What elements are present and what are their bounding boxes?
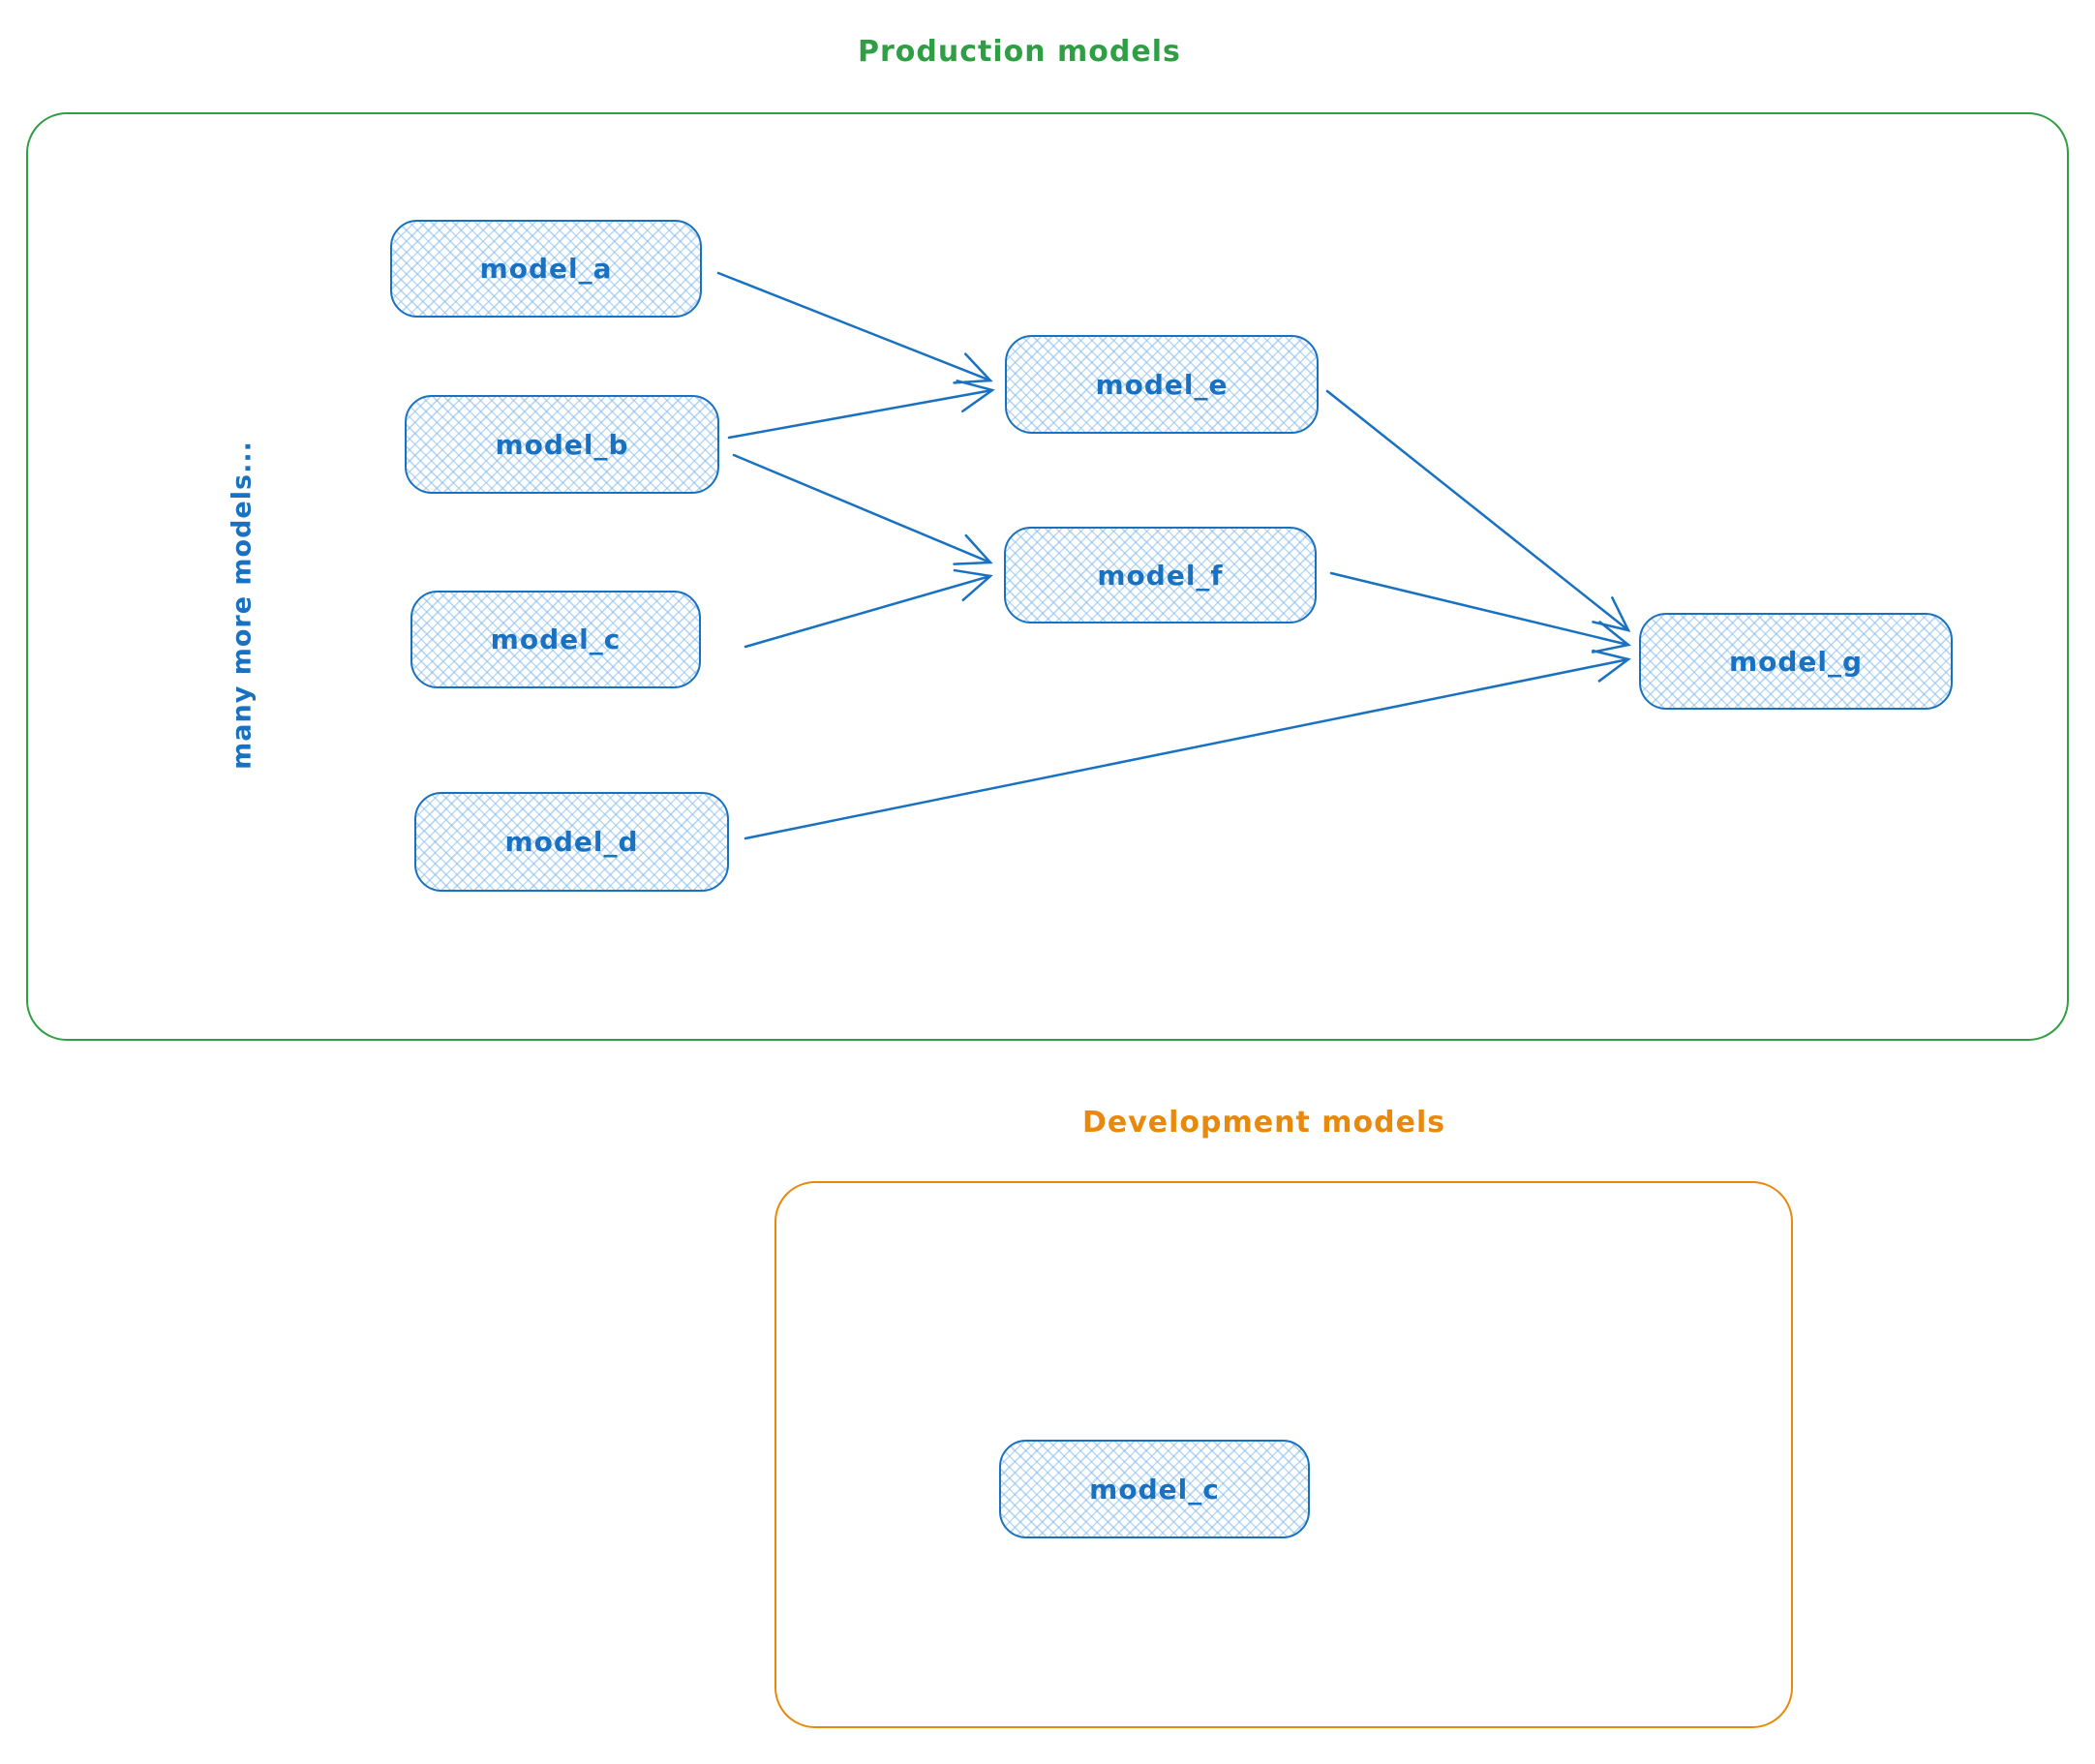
- node-model-b-label: model_b: [495, 428, 629, 461]
- node-model-f: model_f: [1004, 527, 1317, 623]
- node-model-c-dev-label: model_c: [1089, 1473, 1220, 1505]
- node-model-e-label: model_e: [1095, 368, 1229, 401]
- node-model-a-label: model_a: [479, 253, 613, 285]
- node-model-c: model_c: [410, 591, 701, 688]
- node-model-c-dev: model_c: [999, 1440, 1310, 1538]
- production-section-title: Production models: [858, 35, 1181, 69]
- node-model-c-label: model_c: [490, 623, 622, 655]
- development-container: [774, 1181, 1793, 1728]
- node-model-e: model_e: [1005, 335, 1319, 434]
- node-model-a: model_a: [390, 220, 702, 318]
- node-model-f-label: model_f: [1097, 559, 1224, 592]
- node-model-g: model_g: [1639, 613, 1953, 710]
- many-more-models-note: many more models...: [227, 441, 258, 770]
- node-model-d-label: model_d: [504, 826, 639, 858]
- node-model-d: model_d: [414, 792, 729, 892]
- production-container: [26, 112, 2069, 1041]
- development-section-title: Development models: [1082, 1106, 1446, 1140]
- node-model-g-label: model_g: [1728, 645, 1864, 678]
- node-model-b: model_b: [405, 395, 719, 494]
